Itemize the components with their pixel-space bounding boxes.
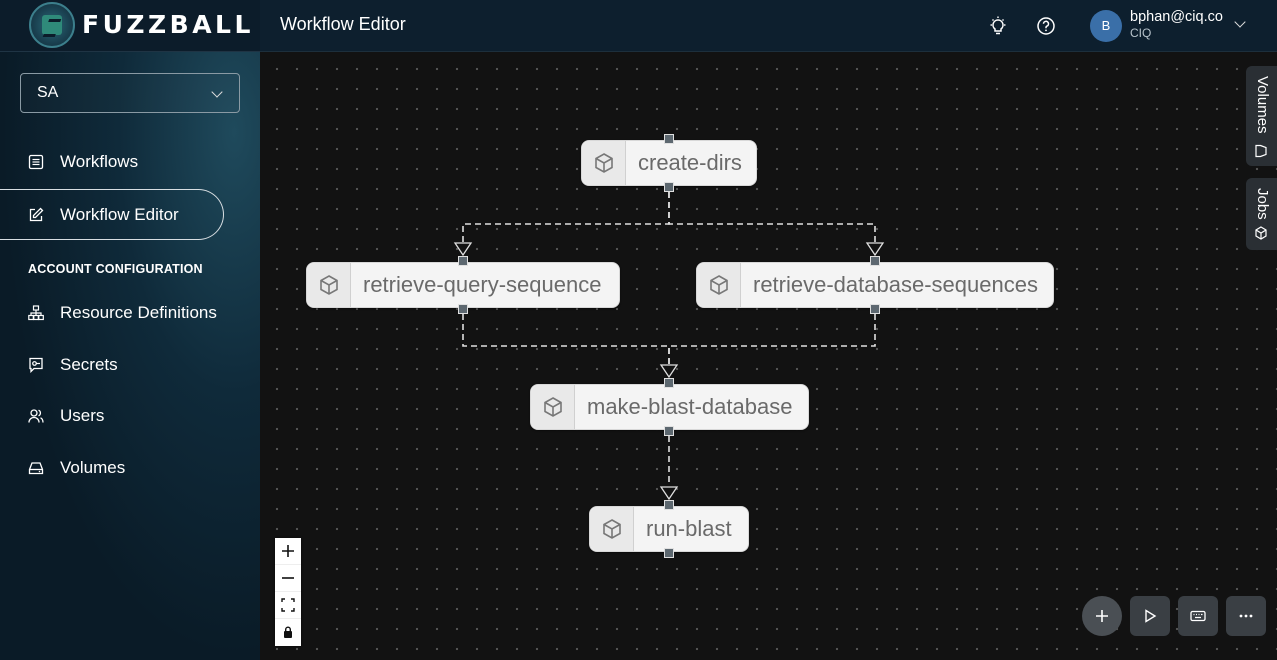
sidebar-item-secrets[interactable]: Secrets xyxy=(0,341,260,389)
edge-retrieve-database-sequences-to-make-blast-database xyxy=(668,314,876,364)
page-title: Workflow Editor xyxy=(280,14,406,34)
minus-icon xyxy=(282,577,294,579)
node-icon-container xyxy=(307,263,351,307)
drive-icon xyxy=(1255,144,1267,158)
sidebar-item-label: Workflow Editor xyxy=(60,205,179,224)
sidebar-item-resource-definitions[interactable]: Resource Definitions xyxy=(0,289,260,337)
sidebar-item-label: Resource Definitions xyxy=(60,303,217,322)
sidebar: FUZZBALL SA Workflows Workflow Editor AC… xyxy=(0,0,260,660)
arrowhead-icon xyxy=(659,364,679,379)
package-icon xyxy=(595,153,613,173)
workflow-edges xyxy=(453,192,885,501)
lock-icon xyxy=(284,626,292,638)
canvas-controls xyxy=(275,538,301,646)
zoom-in-button[interactable] xyxy=(275,538,301,565)
avatar[interactable]: B xyxy=(1090,10,1122,42)
node-icon-container xyxy=(697,263,741,307)
edge-create-dirs-to-retrieve-database-sequences xyxy=(668,192,876,242)
logo-bar: FUZZBALL xyxy=(0,0,260,52)
secret-icon xyxy=(29,357,43,373)
play-icon xyxy=(1145,609,1157,623)
arrowhead-icon xyxy=(865,242,885,257)
sidebar-item-label: Workflows xyxy=(60,152,139,171)
more-horizontal-icon xyxy=(1239,614,1253,618)
sidebar-item-workflow-editor[interactable]: Workflow Editor xyxy=(0,189,224,240)
keyboard-shortcuts-button[interactable] xyxy=(1178,596,1218,636)
sidebar-item-label: Volumes xyxy=(60,458,126,477)
drive-icon xyxy=(28,462,44,475)
package-icon xyxy=(320,275,338,295)
node-label: create-dirs xyxy=(638,150,742,175)
edge-retrieve-query-sequence-to-make-blast-database xyxy=(462,314,670,364)
node-icon-container xyxy=(590,507,634,551)
tab-volumes[interactable]: Volumes xyxy=(1246,66,1277,166)
workflow-node-make-blast-database[interactable]: make-blast-database xyxy=(530,384,809,430)
workflow-canvas[interactable]: create-dirs retrieve-query-sequence retr… xyxy=(260,52,1277,660)
fit-view-button[interactable] xyxy=(275,592,301,619)
tab-jobs[interactable]: Jobs xyxy=(1246,178,1277,250)
sidebar-item-volumes[interactable]: Volumes xyxy=(0,444,260,492)
node-output-handle[interactable] xyxy=(870,304,880,314)
run-workflow-button[interactable] xyxy=(1130,596,1170,636)
plus-icon xyxy=(1096,610,1108,622)
edge-create-dirs-to-retrieve-query-sequence xyxy=(462,192,670,242)
section-header-account-configuration: ACCOUNT CONFIGURATION xyxy=(28,262,203,276)
zoom-out-button[interactable] xyxy=(275,565,301,592)
sidebar-item-label: Users xyxy=(60,406,105,425)
package-icon xyxy=(603,519,621,539)
add-job-button[interactable] xyxy=(1082,596,1122,636)
workflow-node-run-blast[interactable]: run-blast xyxy=(589,506,749,552)
edit-icon xyxy=(29,207,44,222)
hierarchy-icon xyxy=(28,305,44,321)
workflow-node-retrieve-query-sequence[interactable]: retrieve-query-sequence xyxy=(306,262,620,308)
lightbulb-icon[interactable] xyxy=(988,16,1008,36)
tab-jobs-label: Jobs xyxy=(1254,188,1271,220)
more-options-button[interactable] xyxy=(1226,596,1266,636)
workflow-node-retrieve-database-sequences[interactable]: retrieve-database-sequences xyxy=(696,262,1054,308)
fuzzball-logo-icon xyxy=(29,2,75,48)
sidebar-item-label: Secrets xyxy=(60,355,118,374)
node-input-handle[interactable] xyxy=(664,378,674,388)
node-output-handle[interactable] xyxy=(664,182,674,192)
keyboard-icon xyxy=(1190,610,1206,622)
arrowhead-icon xyxy=(659,486,679,501)
package-icon xyxy=(544,397,562,417)
node-icon-container xyxy=(582,141,626,185)
top-bar: Workflow Editor B bphan@ciq.co CIQ xyxy=(260,0,1277,52)
node-input-handle[interactable] xyxy=(870,256,880,266)
node-label: retrieve-database-sequences xyxy=(753,272,1038,297)
organization-select[interactable]: SA xyxy=(20,73,240,113)
organization-value: SA xyxy=(37,84,59,101)
sidebar-item-workflows[interactable]: Workflows xyxy=(0,138,260,186)
lock-canvas-button[interactable] xyxy=(275,619,301,646)
node-input-handle[interactable] xyxy=(664,500,674,510)
brand-name: FUZZBALL xyxy=(82,10,254,39)
package-icon xyxy=(710,275,728,295)
node-label: retrieve-query-sequence xyxy=(363,272,602,297)
list-icon xyxy=(28,154,44,170)
plus-icon xyxy=(282,545,294,557)
node-input-handle[interactable] xyxy=(458,256,468,266)
package-icon xyxy=(1255,226,1267,240)
node-icon-container xyxy=(531,385,575,429)
workflow-node-create-dirs[interactable]: create-dirs xyxy=(581,140,757,186)
users-icon xyxy=(28,409,44,423)
tab-volumes-label: Volumes xyxy=(1254,76,1271,134)
fit-view-icon xyxy=(281,598,295,612)
sidebar-item-users[interactable]: Users xyxy=(0,392,260,440)
user-organization: CIQ xyxy=(1130,26,1152,40)
node-input-handle[interactable] xyxy=(664,134,674,144)
node-label: run-blast xyxy=(646,516,732,541)
node-output-handle[interactable] xyxy=(664,426,674,436)
chevron-down-icon[interactable] xyxy=(1234,16,1246,28)
node-output-handle[interactable] xyxy=(458,304,468,314)
arrowhead-icon xyxy=(453,242,473,257)
chevron-down-icon xyxy=(211,86,223,98)
node-label: make-blast-database xyxy=(587,394,793,419)
user-email[interactable]: bphan@ciq.co xyxy=(1130,9,1223,25)
help-icon[interactable] xyxy=(1036,16,1056,36)
node-output-handle[interactable] xyxy=(664,548,674,558)
